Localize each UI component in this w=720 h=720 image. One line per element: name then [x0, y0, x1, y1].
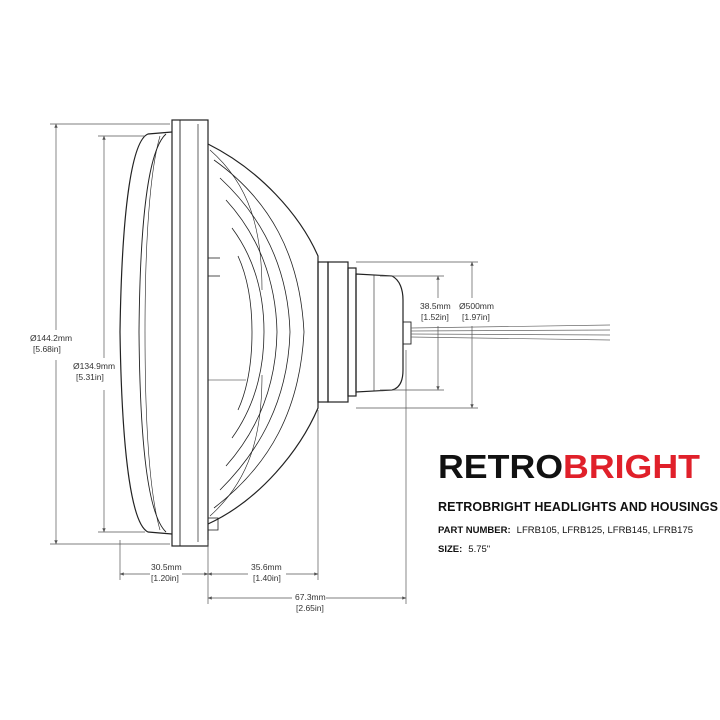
housing-depth-in: [1.40in]	[253, 573, 281, 583]
heatsink-housing	[207, 143, 319, 525]
size-row: SIZE: 5.75"	[438, 544, 490, 555]
outer-diameter-in: [5.68in]	[33, 344, 61, 354]
total-depth-mm: 67.3mm	[295, 592, 326, 602]
total-depth-in: [2.65in]	[296, 603, 324, 613]
size-label: SIZE:	[438, 544, 463, 555]
lens-depth-mm: 30.5mm	[151, 562, 182, 572]
outer-diameter-mm: Ø144.2mm	[30, 333, 72, 343]
product-heading: RETROBRIGHT HEADLIGHTS AND HOUSINGS	[438, 500, 719, 514]
svg-text:RETROBRIGHT: RETROBRIGHT	[438, 451, 700, 481]
lens-depth-in: [1.20in]	[151, 573, 179, 583]
housing-depth-mm: 35.6mm	[251, 562, 282, 572]
rear-base	[317, 261, 329, 403]
mounting-ring	[171, 119, 209, 547]
base-height-in: [1.52in]	[421, 312, 449, 322]
base-diameter-in: [1.97in]	[462, 312, 490, 322]
size-value: 5.75"	[468, 544, 491, 555]
part-number-value: LFRB105, LFRB125, LFRB145, LFRB175	[516, 525, 694, 536]
lens-diameter-in: [5.31in]	[76, 372, 104, 382]
dimension-lines	[50, 123, 478, 604]
base-diameter-mm: Ø500mm	[459, 301, 494, 311]
lens-diameter-mm: Ø134.9mm	[73, 361, 115, 371]
connector	[402, 321, 412, 345]
logo-part-2: BRIGHT	[563, 451, 700, 481]
headlight-outline	[119, 119, 412, 547]
part-number-label: PART NUMBER:	[438, 525, 511, 536]
lens-dome	[119, 131, 173, 535]
logo-part-1: RETRO	[438, 451, 563, 481]
part-number-row: PART NUMBER: LFRB105, LFRB125, LFRB145, L…	[438, 525, 693, 536]
wire-leads	[410, 324, 611, 341]
base-height-mm: 38.5mm	[420, 301, 451, 311]
